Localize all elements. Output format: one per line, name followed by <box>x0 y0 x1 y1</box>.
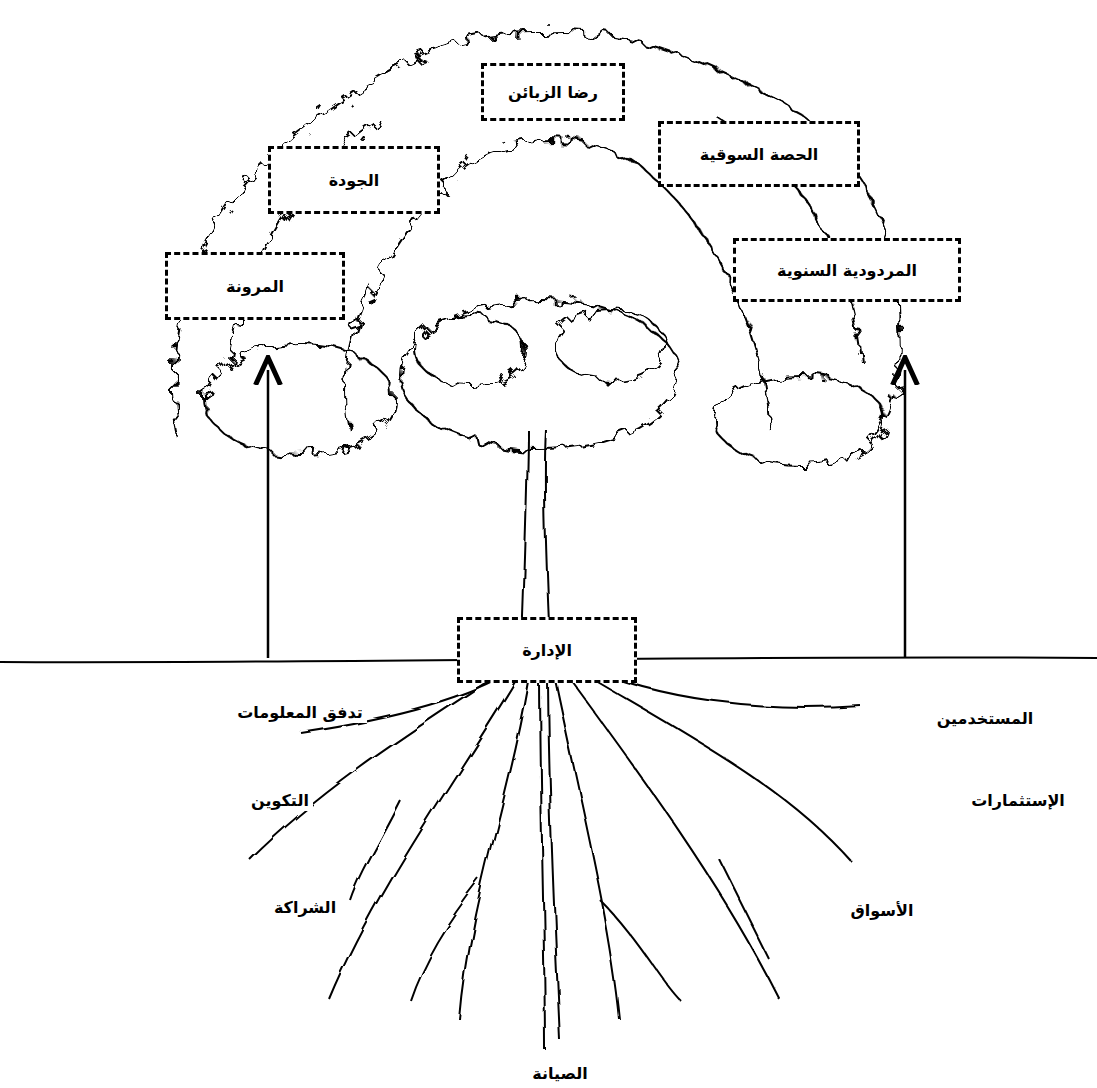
dashed-box: الحصة السوقية <box>658 121 860 187</box>
root-label: التكوين <box>247 790 313 811</box>
trunk-and-roots <box>250 430 860 1050</box>
up-arrow <box>904 370 907 658</box>
dashed-box: رضا الزبائن <box>481 63 625 121</box>
dashed-box: المرونة <box>165 252 345 320</box>
dashed-box: الجودة <box>268 146 440 214</box>
root-label: الأسواق <box>847 900 918 921</box>
box-label: المردودية السنوية <box>777 261 917 280</box>
up-arrow <box>267 370 270 658</box>
box-label: الجودة <box>329 171 380 190</box>
dashed-box: الإدارة <box>457 617 637 683</box>
box-label: الحصة السوقية <box>700 145 819 164</box>
box-label: المرونة <box>226 277 284 296</box>
box-label: الإدارة <box>522 641 572 660</box>
root-label: الإستثمارات <box>967 790 1069 811</box>
root-label: الصيانة <box>528 1063 592 1084</box>
root-label: المستخدمين <box>933 708 1038 729</box>
root-label: الشراكة <box>270 897 340 918</box>
root-label: تدفق المعلومات <box>233 702 367 723</box>
dashed-box: المردودية السنوية <box>733 238 961 302</box>
box-label: رضا الزبائن <box>508 83 598 102</box>
